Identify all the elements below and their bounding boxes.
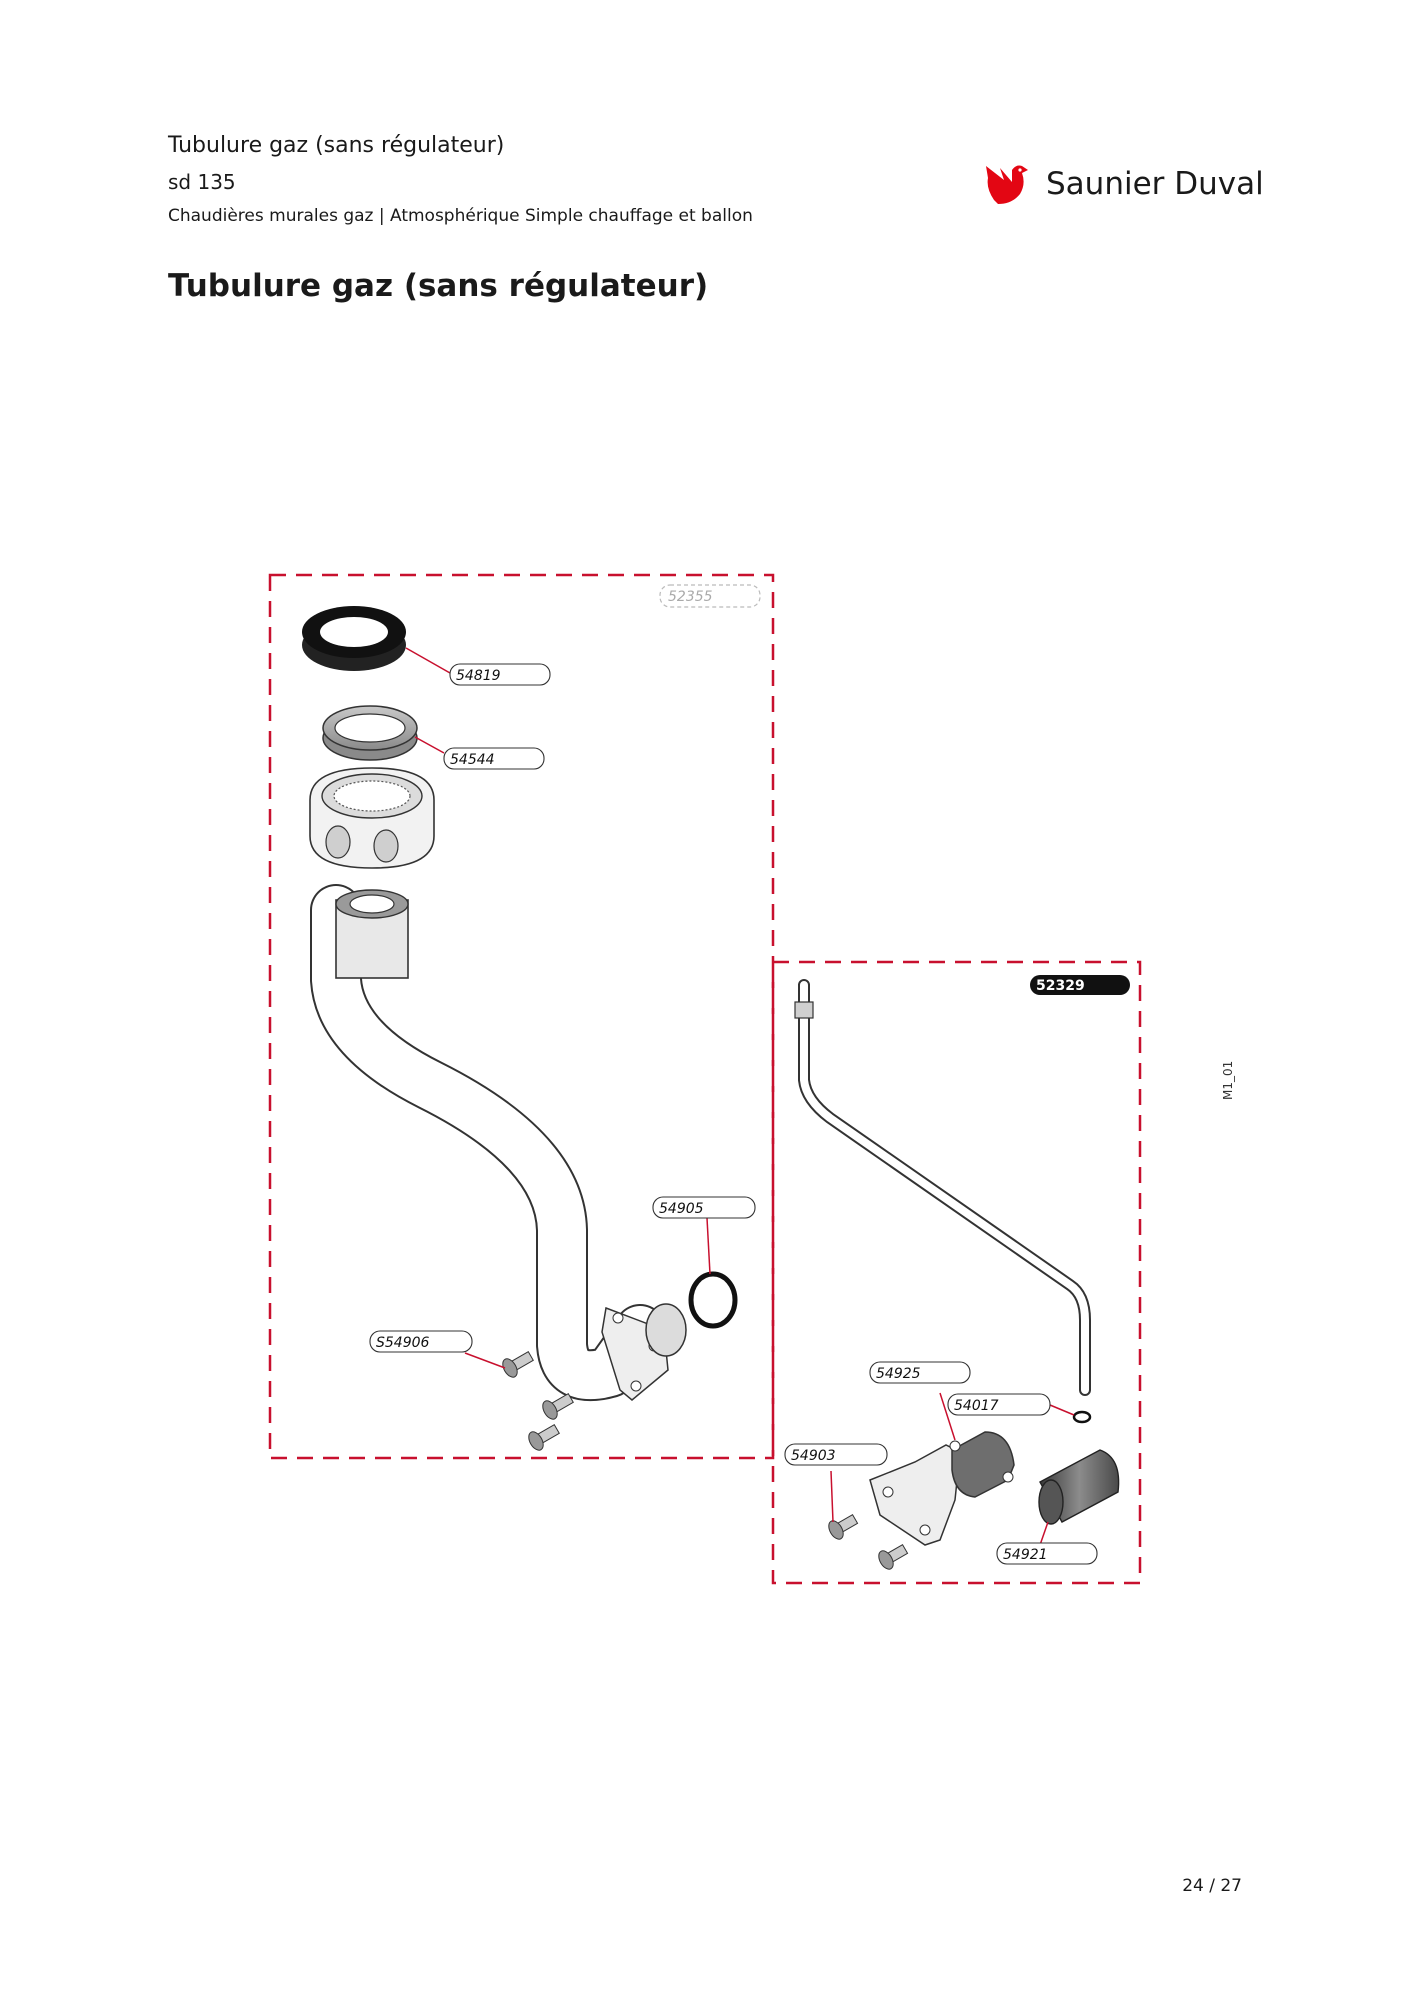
svg-text:54544: 54544 — [450, 752, 495, 768]
screws-54903 — [828, 1470, 909, 1570]
header-model: sd 135 — [168, 170, 236, 194]
o-ring-54905 — [688, 1217, 738, 1329]
callout-54921: 54921 — [996, 1542, 1098, 1565]
seal-ring-54819 — [302, 606, 451, 674]
gas-pipe — [310, 884, 687, 1402]
drawing-code: M1_01 — [1221, 1061, 1235, 1100]
callout-54017: 54017 — [947, 1393, 1051, 1416]
callout-54925: 54925 — [869, 1361, 971, 1384]
callout-54819: 54819 — [449, 663, 551, 686]
pilot-tube — [794, 979, 1091, 1396]
group-label-52329: 52329 — [1030, 975, 1130, 995]
svg-text:54921: 54921 — [1003, 1547, 1048, 1563]
header-title: Tubulure gaz (sans régulateur) — [168, 133, 505, 158]
bird-logo-icon — [986, 165, 1028, 204]
union-nut — [309, 767, 435, 869]
group-label-52355: 52355 — [659, 584, 761, 608]
svg-text:54925: 54925 — [876, 1366, 921, 1382]
cap-54921 — [1038, 1449, 1120, 1546]
svg-text:S54906: S54906 — [376, 1335, 430, 1351]
svg-text:54903: 54903 — [791, 1448, 836, 1464]
brand-name: Saunier Duval — [1046, 166, 1264, 202]
callout-54905: 54905 — [652, 1196, 756, 1219]
screws-S54906 — [464, 1350, 574, 1451]
svg-text:52329: 52329 — [1036, 978, 1085, 994]
svg-text:54819: 54819 — [456, 668, 501, 684]
group-frame-52329 — [771, 960, 1142, 1585]
bracket-54925 — [869, 1392, 1015, 1546]
small-o-ring-54017 — [1049, 1404, 1092, 1424]
saunier-duval-logo: Saunier Duval — [980, 160, 1264, 210]
header-category: Chaudières murales gaz | Atmosphérique S… — [168, 206, 753, 226]
ring-54544 — [322, 705, 445, 761]
svg-text:52355: 52355 — [668, 589, 713, 605]
page-number: 24 / 27 — [1182, 1876, 1242, 1896]
callout-S54906: S54906 — [369, 1330, 473, 1353]
callout-54903: 54903 — [784, 1443, 888, 1466]
callout-54544: 54544 — [443, 747, 545, 770]
svg-text:54017: 54017 — [954, 1398, 999, 1414]
svg-text:54905: 54905 — [659, 1201, 704, 1217]
group-frame-52355 — [268, 573, 775, 1460]
page-title: Tubulure gaz (sans régulateur) — [168, 268, 709, 304]
